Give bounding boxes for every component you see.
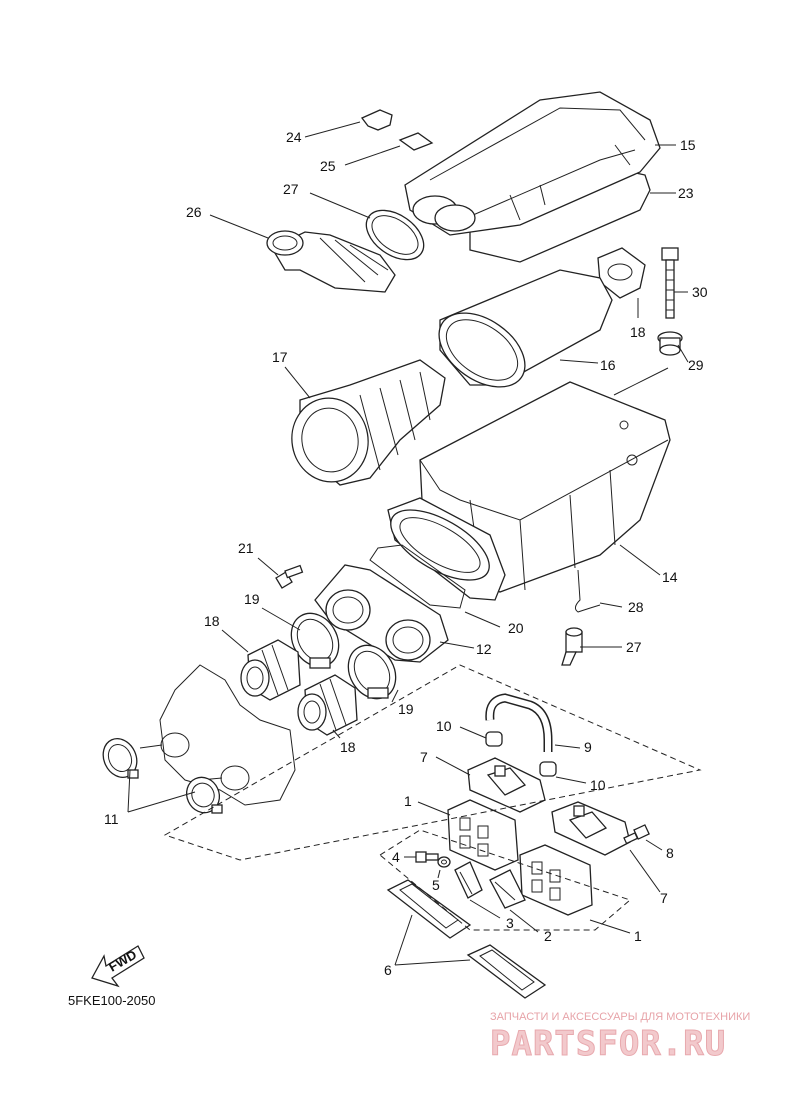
callout-13: 14 [662,569,678,585]
carb-joint-18-lower [297,674,358,736]
callout-25: 26 [186,204,202,220]
gasket-20 [369,544,466,609]
callout-17: 18 [630,324,646,340]
watermark-brand: PARTSFOR.RU [490,1024,726,1064]
callout-19-upper: 19 [244,591,260,607]
callout-14: 15 [680,137,696,153]
screw-4 [415,851,439,863]
reed-valve-1-left [447,799,519,871]
reed-housing-7-upper [467,757,546,813]
callout-1-lower: 1 [634,928,642,944]
callout-1-upper: 1 [404,793,412,809]
callout-23: 24 [286,129,302,145]
callout-10-lower: 10 [590,777,606,793]
air-duct-25 [266,230,396,293]
gasket-6-right [466,944,547,999]
clamp-19-upper [290,612,340,669]
callout-11: 11 [104,811,119,827]
callout-4: 4 [392,849,400,865]
screw-8 [623,824,650,845]
callout-30: 30 [692,284,708,300]
callout-18-lower: 18 [340,739,356,755]
callout-3: 3 [506,915,514,931]
callout-26: 27 [283,181,299,197]
bolt-30 [661,247,679,319]
callout-12: 12 [476,641,492,657]
reed-petal-2 [454,861,483,899]
clip-10-lower [539,761,557,777]
callout-28: 28 [628,599,644,615]
intake-joint-12 [314,564,449,663]
clamp-ring-26 [365,209,425,261]
callout-20: 20 [508,620,524,636]
assembly-outline-carb [163,664,702,861]
assembly-outline-reed [379,829,631,931]
carb-joint-18-upper [240,639,301,701]
clamp-23 [360,109,393,131]
diagram-code: 5FKE100-2050 [68,993,155,1008]
callouts: 24 25 27 26 15 23 30 18 29 16 17 14 28 2… [104,129,708,978]
washer-5 [437,856,451,868]
filter-guide-16 [291,359,446,486]
gasket-6-left [386,879,472,939]
callout-7-lower: 7 [660,890,668,906]
air-filter-15 [438,269,613,388]
callout-29: 29 [688,357,704,373]
watermark-tagline: ЗАПЧАСТИ И АКСЕССУАРЫ ДЛЯ МОТОТЕХНИКИ [490,1011,750,1023]
screw-21 [275,564,304,589]
airbox-case-13 [387,381,671,601]
holder-27 [561,627,583,666]
stopper-3 [489,869,526,909]
callout-10-upper: 10 [436,718,452,734]
reed-valve-1-right [519,844,593,916]
airbox-cover [404,91,661,263]
callout-19-lower: 19 [398,701,414,717]
clamp-11-right [185,776,223,814]
callout-6: 6 [384,962,392,978]
callout-9: 9 [584,739,592,755]
callout-18-upper: 18 [204,613,220,629]
watermark: ЗАПЧАСТИ И АКСЕССУАРЫ ДЛЯ МОТОТЕХНИКИ PA… [490,1011,751,1065]
clip-10-upper [485,731,503,747]
callout-7-upper: 7 [420,749,428,765]
callout-8: 8 [666,845,674,861]
clamp-11-left [102,738,139,779]
clamp-19-lower [347,644,397,700]
callout-5: 5 [432,877,440,893]
callout-2: 2 [544,928,552,944]
callout-16: 17 [272,349,288,365]
callout-22: 23 [678,185,694,201]
reed-housing-7-lower [551,801,631,856]
callout-27: 27 [626,639,642,655]
leader-lines [127,121,689,966]
callout-15: 16 [600,357,616,373]
callout-21: 21 [238,540,254,556]
hose-9 [485,693,553,752]
clip-28 [574,569,601,613]
plate-24 [398,132,434,151]
callout-24: 25 [320,158,336,174]
grommet-29 [657,331,683,356]
fwd-arrow: FWD [91,945,145,988]
